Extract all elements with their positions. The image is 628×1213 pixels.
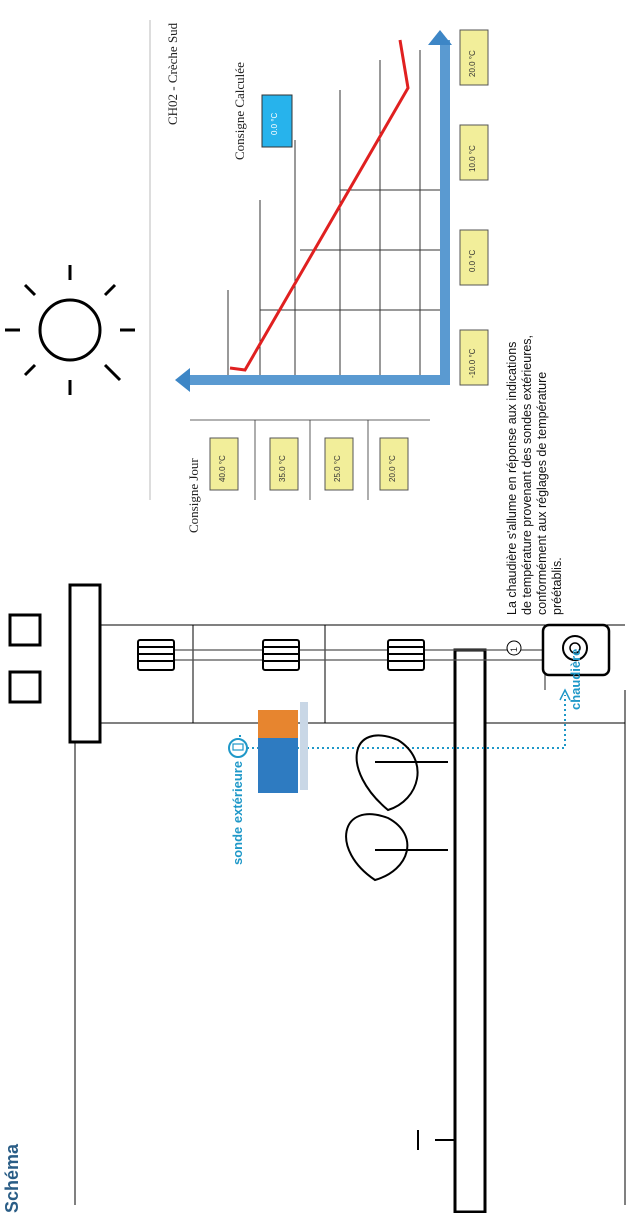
outdoor-sensor-label: sonde extérieure	[230, 760, 245, 865]
children-illustration	[258, 702, 308, 793]
consigne-calculee-value: 0.0 °C	[270, 112, 279, 135]
jour-value-4: 20.0 °C	[388, 455, 397, 482]
sun-icon	[5, 265, 135, 395]
boiler-icon	[541, 623, 611, 677]
chimney-right	[8, 613, 42, 647]
roof-bar	[68, 583, 102, 744]
consigne-calculee-label: Consigne Calculée	[232, 62, 247, 160]
outdoor-value-2: 0.0 °C	[468, 249, 477, 272]
boiler-label: chaudière	[568, 648, 583, 710]
control-panel	[149, 20, 489, 500]
outdoor-value-4: 20.0 °C	[468, 50, 477, 77]
panel-title: CH02 - Crèche Sud	[165, 22, 180, 125]
callout-1	[506, 640, 522, 656]
callout-number: 1	[509, 646, 519, 652]
radiator-2	[262, 639, 300, 671]
outdoor-sensor-icon	[228, 738, 248, 758]
ground-bar	[453, 648, 487, 1213]
outdoor-value-1: -10.0 °C	[468, 348, 477, 378]
jour-value-2: 35.0 °C	[278, 455, 287, 482]
chimney-left	[8, 670, 42, 704]
radiator-1	[137, 639, 175, 671]
jour-value-1: 40.0 °C	[218, 455, 227, 482]
outdoor-value-3: 10.0 °C	[468, 145, 477, 172]
heating-curve	[229, 39, 410, 372]
consigne-jour-label: Consigne Jour	[186, 458, 201, 533]
consigne-calculee-box	[261, 94, 293, 148]
description-text: La chaudière s'allume en réponse aux ind…	[505, 334, 564, 615]
radiator-3	[387, 639, 425, 671]
jour-value-3: 25.0 °C	[333, 455, 342, 482]
